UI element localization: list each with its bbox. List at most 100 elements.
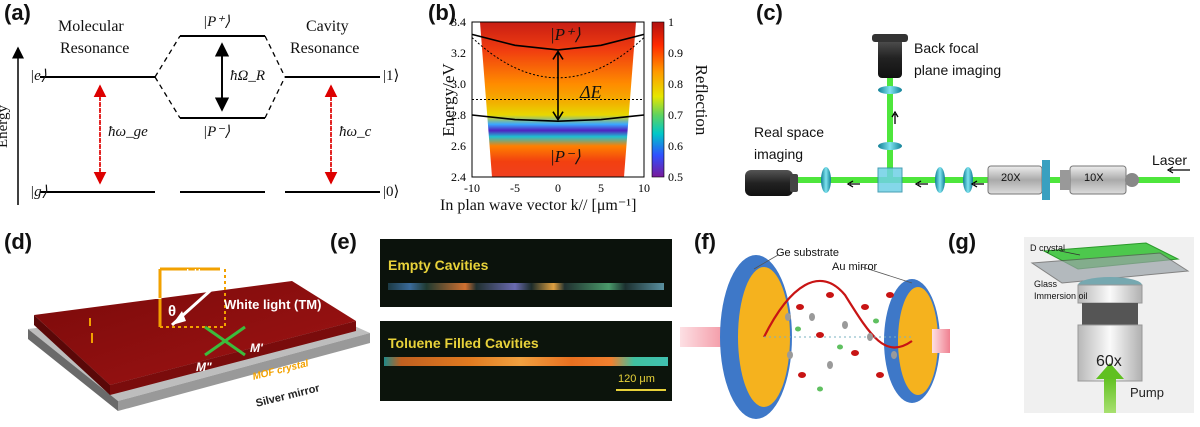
b-ytick-3: 2.8 <box>451 108 466 122</box>
laser-beam-horizontal <box>780 177 1180 183</box>
b-xtick-1: -5 <box>510 181 520 195</box>
c-obj20-label: 20X <box>1001 172 1021 184</box>
panel-label-g: (g) <box>948 229 977 254</box>
colorbar-tick-2: 0.8 <box>668 77 683 91</box>
colorbar <box>651 21 665 178</box>
lens-left <box>821 167 831 193</box>
colorbar-tick-0: 1 <box>668 15 674 29</box>
mof-cavity-illustration <box>28 253 370 411</box>
f-au-label: Au mirror <box>832 261 878 273</box>
b-ylabel: Energy/eV <box>439 63 458 137</box>
lens-right-1 <box>935 167 945 193</box>
colorbar-label: Reflection <box>692 64 711 136</box>
colorbar-tick-4: 0.6 <box>668 139 683 153</box>
resonance-label-2: Resonance <box>290 40 360 57</box>
panel-label-f: (f) <box>694 229 716 254</box>
panel-label-c: (c) <box>756 0 783 25</box>
b-ytick-1: 3.2 <box>451 46 466 60</box>
panel-d: (d) k⊥ k|| θ White light (TM) M' M" MOF … <box>0 225 380 425</box>
panel-a: (a) Energy Molecular Resonance Cavity Re… <box>0 0 400 210</box>
state-0: |0⟩ <box>383 184 400 200</box>
c-back-focal: Back focal <box>914 40 979 56</box>
panel-e: (e) Empty Cavities Toluene Filled Caviti… <box>330 225 680 425</box>
b-pplus-label: |P⁺⟩ <box>550 25 581 44</box>
laser-beam-vertical <box>887 78 893 180</box>
panel-c: (c) <box>720 0 1200 215</box>
cavity-label: Cavity <box>306 18 349 35</box>
b-xlabel: In plan wave vector k// [μm⁻¹] <box>440 197 637 214</box>
d-white-light: White light (TM) <box>224 297 322 312</box>
colorbar-tick-3: 0.7 <box>668 108 683 122</box>
camera-left <box>745 170 798 196</box>
b-ytick-2: 3.0 <box>451 77 466 91</box>
c-real-space: Real space <box>754 124 825 140</box>
d-k-par: k|| <box>186 267 202 284</box>
cavity-molecules-illustration <box>680 254 950 419</box>
g-glass: Glass <box>1034 279 1058 289</box>
b-xtick-2: 0 <box>555 181 561 195</box>
state-e: |e⟩ <box>30 68 47 84</box>
coupling-lines <box>154 35 286 119</box>
d-k-perp: k⊥ <box>142 286 163 303</box>
state-pplus: |P⁺⟩ <box>203 14 231 30</box>
rabi-label: ħΩ_R <box>230 68 266 84</box>
e-empty-label: Empty Cavities <box>388 257 489 273</box>
f-ge-label: Ge substrate <box>776 247 839 259</box>
b-xtick-3: 5 <box>598 181 604 195</box>
state-1: |1⟩ <box>383 68 400 84</box>
d-m1: M' <box>250 341 263 355</box>
omega-ge-label: ħω_ge <box>108 124 148 140</box>
panel-g: (g) D crystal Glass Immersion oil 60x Pu… <box>948 225 1200 425</box>
microscope-illustration <box>1030 242 1190 413</box>
d-theta: θ <box>168 303 177 320</box>
e-toluene-label: Toluene Filled Cavities <box>388 335 539 351</box>
c-laser: Laser <box>1152 152 1188 168</box>
b-ytick-5: 2.4 <box>451 170 466 184</box>
panel-label-d: (d) <box>4 229 33 254</box>
panel-b: (b) <box>400 0 711 215</box>
beamsplitter <box>877 167 903 193</box>
lens-right-2 <box>963 167 973 193</box>
state-g: |g⟩ <box>30 184 48 200</box>
delta-e-arrowhead-2 <box>552 111 564 122</box>
lens-top-1 <box>878 86 902 94</box>
g-immersion: Immersion oil <box>1034 291 1088 301</box>
state-pminus: |P⁻⟩ <box>203 124 231 140</box>
lens-top-2 <box>878 142 902 150</box>
panel-label-e: (e) <box>330 229 357 254</box>
panel-label-b: (b) <box>428 0 457 25</box>
polariton-branch-1 <box>471 33 645 51</box>
panel-f: (f) <box>680 225 950 425</box>
g-pump-label: Pump <box>1130 385 1164 400</box>
b-xtick-4: 10 <box>638 181 650 195</box>
empty-cavities-image: Empty Cavities <box>380 239 672 307</box>
camera-top <box>872 34 908 78</box>
c-imaging: imaging <box>754 146 804 162</box>
c-plane-imaging: plane imaging <box>914 62 1002 78</box>
optical-setup <box>745 34 1190 200</box>
polariton-branch-2 <box>471 114 645 123</box>
panel-label-a: (a) <box>4 0 31 25</box>
toluene-cavities-image: Toluene Filled Cavities 120 μm <box>380 321 672 401</box>
objective-20x <box>987 160 1050 200</box>
molecular-label: Molecular <box>58 18 124 35</box>
delta-e-arrowhead-1 <box>552 49 564 60</box>
colorbar-tick-5: 0.5 <box>668 170 683 184</box>
b-delta-label: ΔE <box>580 82 602 102</box>
d-m2: M" <box>196 360 212 374</box>
scale-bar <box>616 389 666 391</box>
colorbar-tick-1: 0.9 <box>668 46 683 60</box>
e-scale-label: 120 μm <box>618 373 655 385</box>
toluene-cavity-strip <box>384 357 668 366</box>
omega-c-label: ħω_c <box>339 124 372 140</box>
g-obj-label: 60x <box>1096 353 1122 370</box>
b-pminus-label: |P⁻⟩ <box>550 147 581 166</box>
empty-cavity-strip <box>388 283 664 290</box>
resonance-label-1: Resonance <box>60 40 130 57</box>
objective-10x <box>1060 165 1139 195</box>
b-ytick-4: 2.6 <box>451 139 466 153</box>
b-xtick-0: -10 <box>464 181 480 195</box>
c-obj10-label: 10X <box>1084 172 1104 184</box>
g-d-crystal: D crystal <box>1030 243 1066 253</box>
